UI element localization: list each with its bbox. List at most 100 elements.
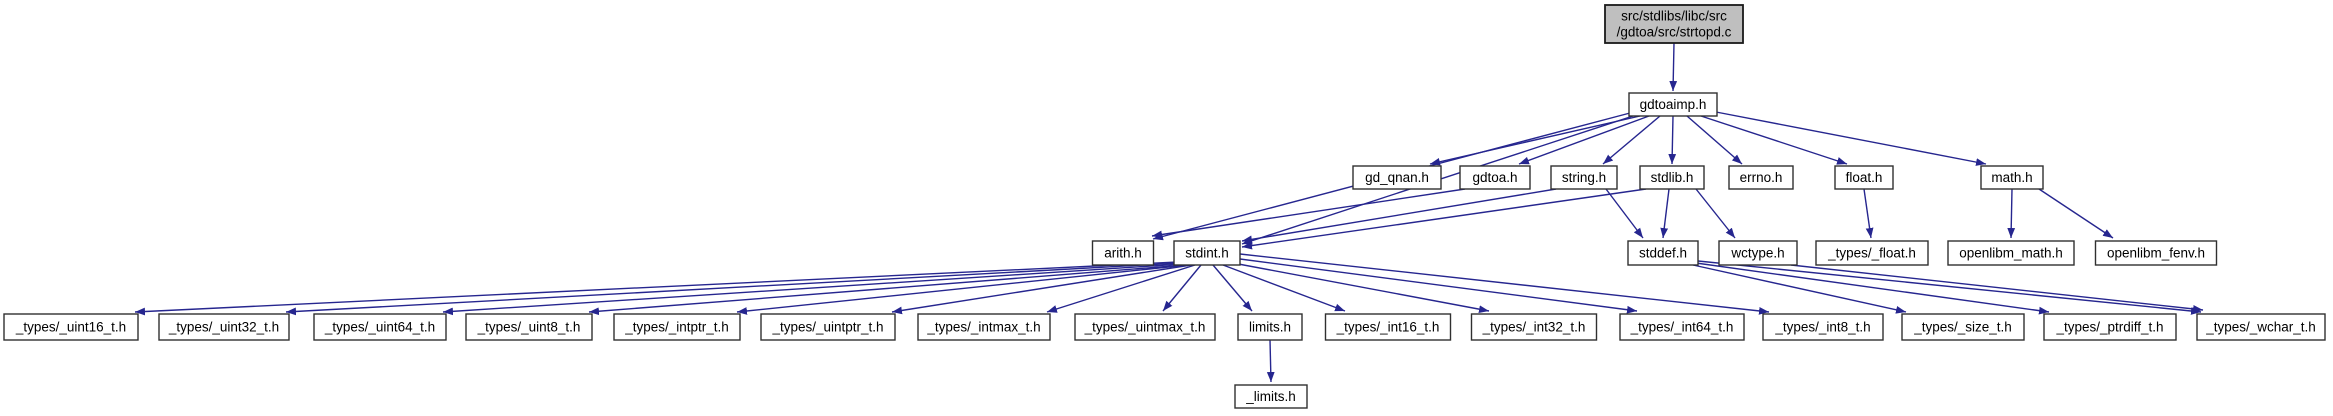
edge-float_h-types_float_h bbox=[1863, 188, 1874, 239]
node-label: _types/_int16_t.h bbox=[1336, 320, 1440, 335]
edge-stdint_h-types_intptr_t_h bbox=[736, 264, 1189, 315]
node-types_float_h[interactable]: _types/_float.h bbox=[1815, 240, 1929, 266]
edge-stdlib_h-stddef_h bbox=[1660, 188, 1670, 239]
edge-stdint_h-types_int32_t_h bbox=[1232, 262, 1490, 313]
node-label: openlibm_fenv.h bbox=[2107, 246, 2205, 261]
edge-gdtoaimp_h-errno_h bbox=[1686, 115, 1743, 165]
node-strtopd_c: src/stdlibs/libc/src/gdtoa/src/strtopd.c bbox=[1604, 4, 1744, 44]
node-types_int16_t_h[interactable]: _types/_int16_t.h bbox=[1324, 313, 1452, 341]
node-types_uintmax_t_h[interactable]: _types/_uintmax_t.h bbox=[1074, 313, 1216, 341]
node-label: stdlib.h bbox=[1651, 170, 1694, 185]
node-label: _types/_intmax_t.h bbox=[926, 320, 1040, 335]
node-types_intmax_t_h[interactable]: _types/_intmax_t.h bbox=[917, 313, 1051, 341]
node-label: _types/_uint64_t.h bbox=[324, 320, 435, 335]
edge-gdtoaimp_h-string_h bbox=[1602, 115, 1661, 165]
node-limits_internal_h[interactable]: _limits.h bbox=[1234, 384, 1308, 409]
node-label: _types/_ptrdiff_t.h bbox=[2055, 320, 2163, 335]
node-stdint_h[interactable]: stdint.h bbox=[1173, 240, 1241, 266]
node-types_size_t_h[interactable]: _types/_size_t.h bbox=[1901, 313, 2025, 341]
node-label: _types/_int32_t.h bbox=[1482, 320, 1586, 335]
node-types_intptr_t_h[interactable]: _types/_intptr_t.h bbox=[613, 313, 741, 341]
node-label: _types/_size_t.h bbox=[1913, 320, 2012, 335]
node-label: gdtoaimp.h bbox=[1640, 97, 1707, 112]
node-label: string.h bbox=[1562, 170, 1606, 185]
edge-wctype_h-types_wchar_t_h bbox=[1790, 264, 2204, 313]
node-types_ptrdiff_t_h[interactable]: _types/_ptrdiff_t.h bbox=[2043, 313, 2177, 341]
node-gd_qnan_h[interactable]: gd_qnan.h bbox=[1352, 165, 1442, 190]
node-types_uint64_t_h[interactable]: _types/_uint64_t.h bbox=[313, 313, 447, 341]
node-types_wchar_t_h[interactable]: _types/_wchar_t.h bbox=[2196, 313, 2326, 341]
edge-string_h-stdint_h bbox=[1241, 188, 1557, 244]
node-label: arith.h bbox=[1104, 246, 1142, 261]
edge-gdtoaimp_h-float_h bbox=[1700, 115, 1848, 165]
node-types_int8_t_h[interactable]: _types/_int8_t.h bbox=[1762, 313, 1884, 341]
node-types_uintptr_t_h[interactable]: _types/_uintptr_t.h bbox=[760, 313, 896, 341]
node-label: _types/_uint32_t.h bbox=[168, 320, 279, 335]
node-label: _types/_float.h bbox=[1827, 246, 1916, 261]
node-label: _types/_uintmax_t.h bbox=[1084, 320, 1206, 335]
edge-stdint_h-types_intmax_t_h bbox=[1046, 264, 1196, 313]
edge-strtopd_c-gdtoaimp_h bbox=[1669, 42, 1678, 92]
node-gdtoaimp_h[interactable]: gdtoaimp.h bbox=[1628, 92, 1718, 117]
node-label: _types/_int64_t.h bbox=[1630, 320, 1734, 335]
edge-stdint_h-types_uint16_t_h bbox=[134, 261, 1179, 316]
node-errno_h[interactable]: errno.h bbox=[1728, 165, 1794, 190]
node-label: _types/_uintptr_t.h bbox=[771, 320, 883, 335]
node-label: _types/_uint8_t.h bbox=[477, 320, 581, 335]
node-label: _types/_int8_t.h bbox=[1774, 320, 1870, 335]
node-float_h[interactable]: float.h bbox=[1834, 165, 1894, 190]
node-wctype_h[interactable]: wctype.h bbox=[1718, 240, 1798, 266]
node-label: _types/_uint16_t.h bbox=[15, 320, 126, 335]
node-label: float.h bbox=[1846, 170, 1883, 185]
node-types_uint16_t_h[interactable]: _types/_uint16_t.h bbox=[3, 313, 139, 341]
edge-gdtoa_h-arith_h bbox=[1151, 188, 1466, 239]
edge-stdint_h-types_int8_t_h bbox=[1239, 253, 1770, 315]
edge-stdlib_h-wctype_h bbox=[1695, 188, 1736, 239]
node-arith_h[interactable]: arith.h bbox=[1091, 240, 1155, 266]
node-label: src/stdlibs/libc/src/gdtoa/src/strtopd.c bbox=[1617, 9, 1732, 40]
node-label: wctype.h bbox=[1730, 246, 1784, 261]
edge-math_h-openlibm_math_h bbox=[2007, 188, 2016, 239]
edge-limits_h-limits_internal_h bbox=[1266, 339, 1275, 383]
edge-stddef_h-types_ptrdiff_t_h bbox=[1695, 262, 2050, 315]
node-label: stddef.h bbox=[1639, 246, 1687, 261]
node-label: _types/_intptr_t.h bbox=[624, 320, 729, 335]
node-openlibm_math_h[interactable]: openlibm_math.h bbox=[1947, 240, 2075, 266]
node-label: gdtoa.h bbox=[1472, 170, 1517, 185]
node-label: openlibm_math.h bbox=[1959, 246, 2063, 261]
node-label: gd_qnan.h bbox=[1365, 170, 1429, 185]
node-stdlib_h[interactable]: stdlib.h bbox=[1639, 165, 1705, 190]
node-types_int32_t_h[interactable]: _types/_int32_t.h bbox=[1470, 313, 1598, 341]
edge-stdint_h-types_uint64_t_h bbox=[442, 263, 1183, 316]
node-types_uint32_t_h[interactable]: _types/_uint32_t.h bbox=[158, 313, 290, 341]
node-label: limits.h bbox=[1249, 320, 1291, 335]
node-limits_h[interactable]: limits.h bbox=[1237, 313, 1303, 341]
edge-stdint_h-types_uint32_t_h bbox=[285, 262, 1181, 316]
node-stddef_h[interactable]: stddef.h bbox=[1627, 240, 1699, 266]
edge-stddef_h-types_size_t_h bbox=[1692, 264, 1907, 314]
node-openlibm_fenv_h[interactable]: openlibm_fenv.h bbox=[2094, 240, 2218, 266]
node-string_h[interactable]: string.h bbox=[1550, 165, 1618, 190]
edge-stdlib_h-stdint_h bbox=[1241, 188, 1647, 250]
edge-stdint_h-types_uint8_t_h bbox=[588, 264, 1186, 316]
node-label: _limits.h bbox=[1245, 389, 1296, 404]
node-types_int64_t_h[interactable]: _types/_int64_t.h bbox=[1619, 313, 1745, 341]
edge-stdint_h-limits_h bbox=[1212, 264, 1253, 312]
edge-gdtoaimp_h-gdtoa_h bbox=[1518, 115, 1650, 165]
node-label: stdint.h bbox=[1185, 246, 1229, 261]
node-label: errno.h bbox=[1740, 170, 1783, 185]
edge-gdtoaimp_h-stdlib_h bbox=[1668, 115, 1677, 165]
node-types_uint8_t_h[interactable]: _types/_uint8_t.h bbox=[465, 313, 593, 341]
node-math_h[interactable]: math.h bbox=[1980, 165, 2044, 190]
node-label: _types/_wchar_t.h bbox=[2205, 320, 2316, 335]
edge-stdint_h-types_int64_t_h bbox=[1239, 258, 1638, 314]
edge-stdint_h-types_int16_t_h bbox=[1222, 264, 1346, 312]
edge-stddef_h-types_wchar_t_h bbox=[1697, 260, 2202, 315]
edge-stdint_h-types_uintptr_t_h bbox=[891, 264, 1192, 315]
edge-string_h-stddef_h bbox=[1605, 188, 1644, 239]
edge-stdint_h-types_uintmax_t_h bbox=[1162, 264, 1202, 312]
node-label: math.h bbox=[1991, 170, 2032, 185]
node-gdtoa_h[interactable]: gdtoa.h bbox=[1459, 165, 1531, 190]
